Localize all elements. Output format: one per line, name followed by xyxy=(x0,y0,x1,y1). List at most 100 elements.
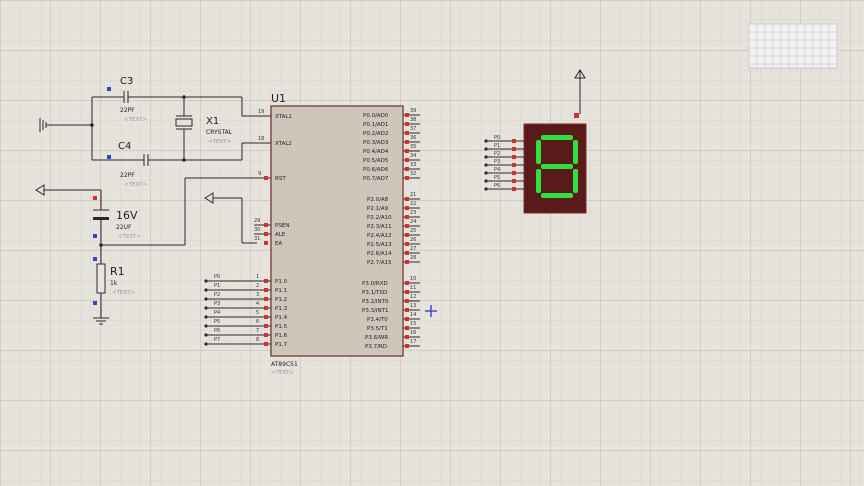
cap-16v-text: <TEXT> xyxy=(118,234,141,240)
display-pin-label: P4 xyxy=(494,167,500,173)
seven-segment-display[interactable]: 8 xyxy=(0,0,587,214)
mcu-left-control-pins: 19 XTAL1 18 XTAL2 9 RST 29 PSEN 30 ALE 3… xyxy=(254,109,292,247)
p1-pin-name: P1.0 xyxy=(275,279,288,285)
p0-pin-name: P0.2/AD2 xyxy=(363,131,388,137)
p2-pin-name: P2.6/A14 xyxy=(367,251,392,257)
p1-pin-num: 6 xyxy=(256,319,259,325)
p3-pin-name: P3.2/INT0 xyxy=(362,299,389,305)
crosshair-cursor-icon xyxy=(425,305,437,317)
p1-pin-num: 8 xyxy=(256,337,259,343)
p2-pin-name: P2.0/A8 xyxy=(367,197,389,203)
p2-pin-num: 25 xyxy=(410,228,416,234)
pin-xtal1: XTAL1 xyxy=(275,114,292,120)
p3-pin-name: P3.0/RXD xyxy=(362,281,388,287)
p1-pin-name: P1.4 xyxy=(275,315,288,321)
p1-pin-name: P1.5 xyxy=(275,324,288,330)
port1-pin-row: P5 6 P1.5 xyxy=(204,319,288,330)
ground-icon xyxy=(93,317,109,325)
pin-num-ale: 30 xyxy=(254,227,260,233)
p0-pin-name: P0.6/AD6 xyxy=(363,167,389,173)
x1-value: CRYSTAL xyxy=(206,129,233,136)
port1-pin-row: P4 5 P1.4 xyxy=(204,310,288,321)
capacitor-16v[interactable]: 16V 22UF <TEXT> xyxy=(93,205,141,264)
pin-num-xtal2: 18 xyxy=(258,136,264,142)
p0-pin-name: P0.5/AD5 xyxy=(363,158,389,164)
p1-net: P5 xyxy=(214,319,220,325)
p1-pin-num: 4 xyxy=(256,301,259,307)
overview-preview[interactable] xyxy=(748,23,838,69)
port1-pin-row: P1 2 P1.1 xyxy=(204,283,287,294)
display-input-pins: P0 P1 P2 P3 P4 P5 P6 xyxy=(484,135,524,191)
p1-net: P7 xyxy=(214,337,220,343)
p1-pin-num: 2 xyxy=(256,283,259,289)
pin-num-ea: 31 xyxy=(254,236,260,242)
p0-pin-num: 39 xyxy=(410,108,416,114)
x1-ref: X1 xyxy=(206,116,219,127)
mcu-port1-pins: P0 1 P1.0 P1 2 P1.1 P2 3 P1.2 P3 4 P1.3 xyxy=(204,274,288,348)
p0-pin-num: 38 xyxy=(410,117,416,123)
p3-pin-name: P3.6/WR xyxy=(365,335,388,341)
p3-pin-name: P3.1/TXD xyxy=(362,290,387,296)
c3-value: 22PF xyxy=(120,107,135,114)
capacitor-c4[interactable]: C4 22PF <TEXT> xyxy=(92,141,242,188)
mcu-ref: U1 xyxy=(271,92,286,105)
p0-pin-num: 34 xyxy=(410,153,416,159)
r1-text: <TEXT> xyxy=(112,290,135,296)
c4-ref: C4 xyxy=(118,141,131,152)
p0-pin-num: 33 xyxy=(410,162,416,168)
display-pin-row: P5 xyxy=(484,175,524,183)
p1-pin-num: 1 xyxy=(256,274,259,280)
port3-pin-row: P3.0/RXD 10 xyxy=(362,276,420,287)
mcu-text: <TEXT> xyxy=(271,370,294,376)
pin-psen: PSEN xyxy=(275,223,289,229)
p3-pin-name: P3.7/RD xyxy=(365,344,387,350)
pin-xtal2: XTAL2 xyxy=(275,141,292,147)
p3-pin-num: 13 xyxy=(410,303,416,309)
port1-pin-row: P2 3 P1.2 xyxy=(204,292,287,303)
p1-pin-num: 5 xyxy=(256,310,259,316)
power-arrow-icon xyxy=(574,69,586,114)
p0-pin-num: 35 xyxy=(410,144,416,150)
p3-pin-num: 10 xyxy=(410,276,416,282)
p3-pin-num: 11 xyxy=(410,285,416,291)
display-pin-row: P0 xyxy=(484,135,524,143)
p0-pin-name: P0.4/AD4 xyxy=(363,149,389,155)
p1-pin-name: P1.2 xyxy=(275,297,287,303)
p2-pin-name: P2.4/A12 xyxy=(367,233,392,239)
p3-pin-num: 14 xyxy=(410,312,416,318)
crystal-x1[interactable]: X1 CRYSTAL <TEXT> xyxy=(175,95,233,162)
port1-pin-row: P6 7 P1.6 xyxy=(204,328,288,339)
display-pin-row: P6 xyxy=(484,183,524,191)
segment-digit xyxy=(536,135,578,198)
port1-pin-row: P7 8 P1.7 xyxy=(204,337,288,348)
port2-pin-row: P2.2/A10 23 xyxy=(367,210,420,221)
port2-pin-row: P2.4/A12 25 xyxy=(367,228,420,239)
p1-net: P3 xyxy=(214,301,220,307)
p0-pin-name: P0.7/AD7 xyxy=(363,176,389,182)
p2-pin-num: 24 xyxy=(410,219,416,225)
p2-pin-num: 22 xyxy=(410,201,416,207)
port1-pin-row: P3 4 P1.3 xyxy=(204,301,288,312)
p2-pin-num: 23 xyxy=(410,210,416,216)
pin-ale: ALE xyxy=(275,232,286,238)
port1-pin-row: P0 1 P1.0 xyxy=(204,274,288,285)
mcu-u1[interactable]: U1 AT89C51 <TEXT> xyxy=(270,92,404,376)
p2-pin-name: P2.2/A10 xyxy=(367,215,392,221)
display-pin-row: P2 xyxy=(484,151,524,159)
pin-num-xtal1: 19 xyxy=(258,109,264,115)
pin-num-psen: 29 xyxy=(254,218,260,224)
resistor-r1[interactable]: R1 1k <TEXT> xyxy=(96,263,135,318)
